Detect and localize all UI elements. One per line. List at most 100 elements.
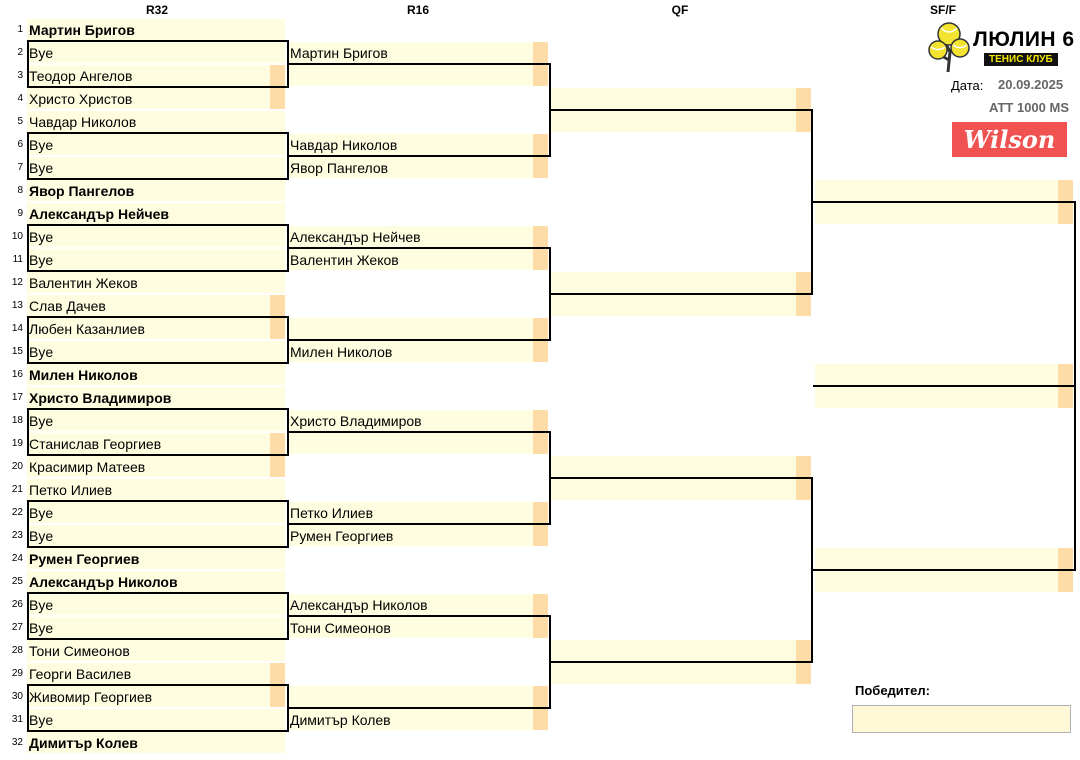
r32-slot[interactable]: Слав Дачев	[27, 295, 285, 316]
qf-slot[interactable]	[549, 640, 811, 661]
r32-slot[interactable]: Bye	[27, 157, 285, 178]
final-slot[interactable]	[815, 364, 1073, 385]
r16-slot[interactable]: Христо Владимиров	[288, 410, 548, 431]
r32-slot[interactable]: Bye	[27, 502, 285, 523]
r16-slot[interactable]: Александър Нейчев	[288, 226, 548, 247]
score-box[interactable]	[533, 686, 548, 707]
r16-slot[interactable]: Тони Симеонов	[288, 617, 548, 638]
score-box[interactable]	[796, 111, 811, 132]
r32-slot[interactable]: Bye	[27, 134, 285, 155]
score-box[interactable]	[796, 456, 811, 477]
qf-slot[interactable]	[549, 88, 811, 109]
winner-field[interactable]	[852, 705, 1071, 733]
score-box[interactable]	[533, 433, 548, 454]
score-box[interactable]	[533, 410, 548, 431]
r32-slot[interactable]: Димитър Колев	[27, 732, 285, 753]
score-box[interactable]	[270, 456, 285, 477]
r32-slot[interactable]: Bye	[27, 617, 285, 638]
score-box[interactable]	[533, 709, 548, 730]
qf-slot[interactable]	[549, 456, 811, 477]
r32-slot[interactable]: Валентин Жеков	[27, 272, 285, 293]
score-box[interactable]	[1058, 364, 1073, 385]
r16-slot[interactable]	[288, 686, 548, 707]
sf-slot[interactable]	[815, 571, 1073, 592]
r16-slot[interactable]: Петко Илиев	[288, 502, 548, 523]
sf-slot[interactable]	[815, 203, 1073, 224]
qf-slot[interactable]	[549, 272, 811, 293]
r16-slot[interactable]: Румен Георгиев	[288, 525, 548, 546]
score-box[interactable]	[533, 249, 548, 270]
r16-slot[interactable]	[288, 318, 548, 339]
r32-slot[interactable]: Bye	[27, 42, 285, 63]
score-box[interactable]	[796, 88, 811, 109]
score-box[interactable]	[1058, 180, 1073, 201]
r32-slot[interactable]: Bye	[27, 341, 285, 362]
r16-slot[interactable]	[288, 65, 548, 86]
qf-slot[interactable]	[549, 295, 811, 316]
r32-slot[interactable]: Красимир Матеев	[27, 456, 285, 477]
score-box[interactable]	[1058, 548, 1073, 569]
r32-slot[interactable]: Александър Нейчев	[27, 203, 285, 224]
r32-slot[interactable]: Любен Казанлиев	[27, 318, 285, 339]
r32-slot[interactable]: Станислав Георгиев	[27, 433, 285, 454]
score-box[interactable]	[533, 157, 548, 178]
final-slot[interactable]	[815, 387, 1073, 408]
score-box[interactable]	[270, 433, 285, 454]
score-box[interactable]	[796, 663, 811, 684]
r16-slot[interactable]: Валентин Жеков	[288, 249, 548, 270]
score-box[interactable]	[270, 88, 285, 109]
r16-slot[interactable]: Александър Николов	[288, 594, 548, 615]
qf-slot[interactable]	[549, 663, 811, 684]
score-box[interactable]	[533, 341, 548, 362]
score-box[interactable]	[796, 479, 811, 500]
r16-slot[interactable]: Димитър Колев	[288, 709, 548, 730]
r16-slot[interactable]: Мартин Бригов	[288, 42, 548, 63]
r32-slot[interactable]: Христо Христов	[27, 88, 285, 109]
score-box[interactable]	[270, 663, 285, 684]
r32-slot[interactable]: Петко Илиев	[27, 479, 285, 500]
r32-slot[interactable]: Милен Николов	[27, 364, 285, 385]
score-box[interactable]	[270, 686, 285, 707]
score-box[interactable]	[1058, 387, 1073, 408]
sf-slot[interactable]	[815, 180, 1073, 201]
r32-slot[interactable]: Bye	[27, 525, 285, 546]
qf-slot[interactable]	[549, 479, 811, 500]
r32-slot[interactable]: Александър Николов	[27, 571, 285, 592]
score-box[interactable]	[533, 525, 548, 546]
score-box[interactable]	[533, 502, 548, 523]
score-box[interactable]	[533, 594, 548, 615]
r16-slot[interactable]: Чавдар Николов	[288, 134, 548, 155]
score-box[interactable]	[533, 226, 548, 247]
qf-slot[interactable]	[549, 111, 811, 132]
score-box[interactable]	[796, 295, 811, 316]
r32-slot[interactable]: Христо Владимиров	[27, 387, 285, 408]
r16-slot[interactable]: Милен Николов	[288, 341, 548, 362]
r32-slot[interactable]: Георги Василев	[27, 663, 285, 684]
score-box[interactable]	[270, 295, 285, 316]
score-box[interactable]	[796, 272, 811, 293]
r32-slot[interactable]: Тони Симеонов	[27, 640, 285, 661]
score-box[interactable]	[533, 617, 548, 638]
r32-slot[interactable]: Bye	[27, 709, 285, 730]
r32-slot[interactable]: Чавдар Николов	[27, 111, 285, 132]
r32-slot[interactable]: Bye	[27, 594, 285, 615]
score-box[interactable]	[533, 134, 548, 155]
r32-slot[interactable]: Явор Пангелов	[27, 180, 285, 201]
r32-slot[interactable]: Bye	[27, 249, 285, 270]
r32-slot[interactable]: Живомир Георгиев	[27, 686, 285, 707]
score-box[interactable]	[270, 318, 285, 339]
score-box[interactable]	[533, 318, 548, 339]
r16-slot[interactable]: Явор Пангелов	[288, 157, 548, 178]
r32-slot[interactable]: Мартин Бригов	[27, 19, 285, 40]
score-box[interactable]	[796, 640, 811, 661]
score-box[interactable]	[533, 65, 548, 86]
r32-slot[interactable]: Румен Георгиев	[27, 548, 285, 569]
r32-slot[interactable]: Bye	[27, 410, 285, 431]
r32-slot[interactable]: Bye	[27, 226, 285, 247]
score-box[interactable]	[270, 65, 285, 86]
r32-slot[interactable]: Теодор Ангелов	[27, 65, 285, 86]
score-box[interactable]	[1058, 203, 1073, 224]
sf-slot[interactable]	[815, 548, 1073, 569]
score-box[interactable]	[1058, 571, 1073, 592]
score-box[interactable]	[533, 42, 548, 63]
